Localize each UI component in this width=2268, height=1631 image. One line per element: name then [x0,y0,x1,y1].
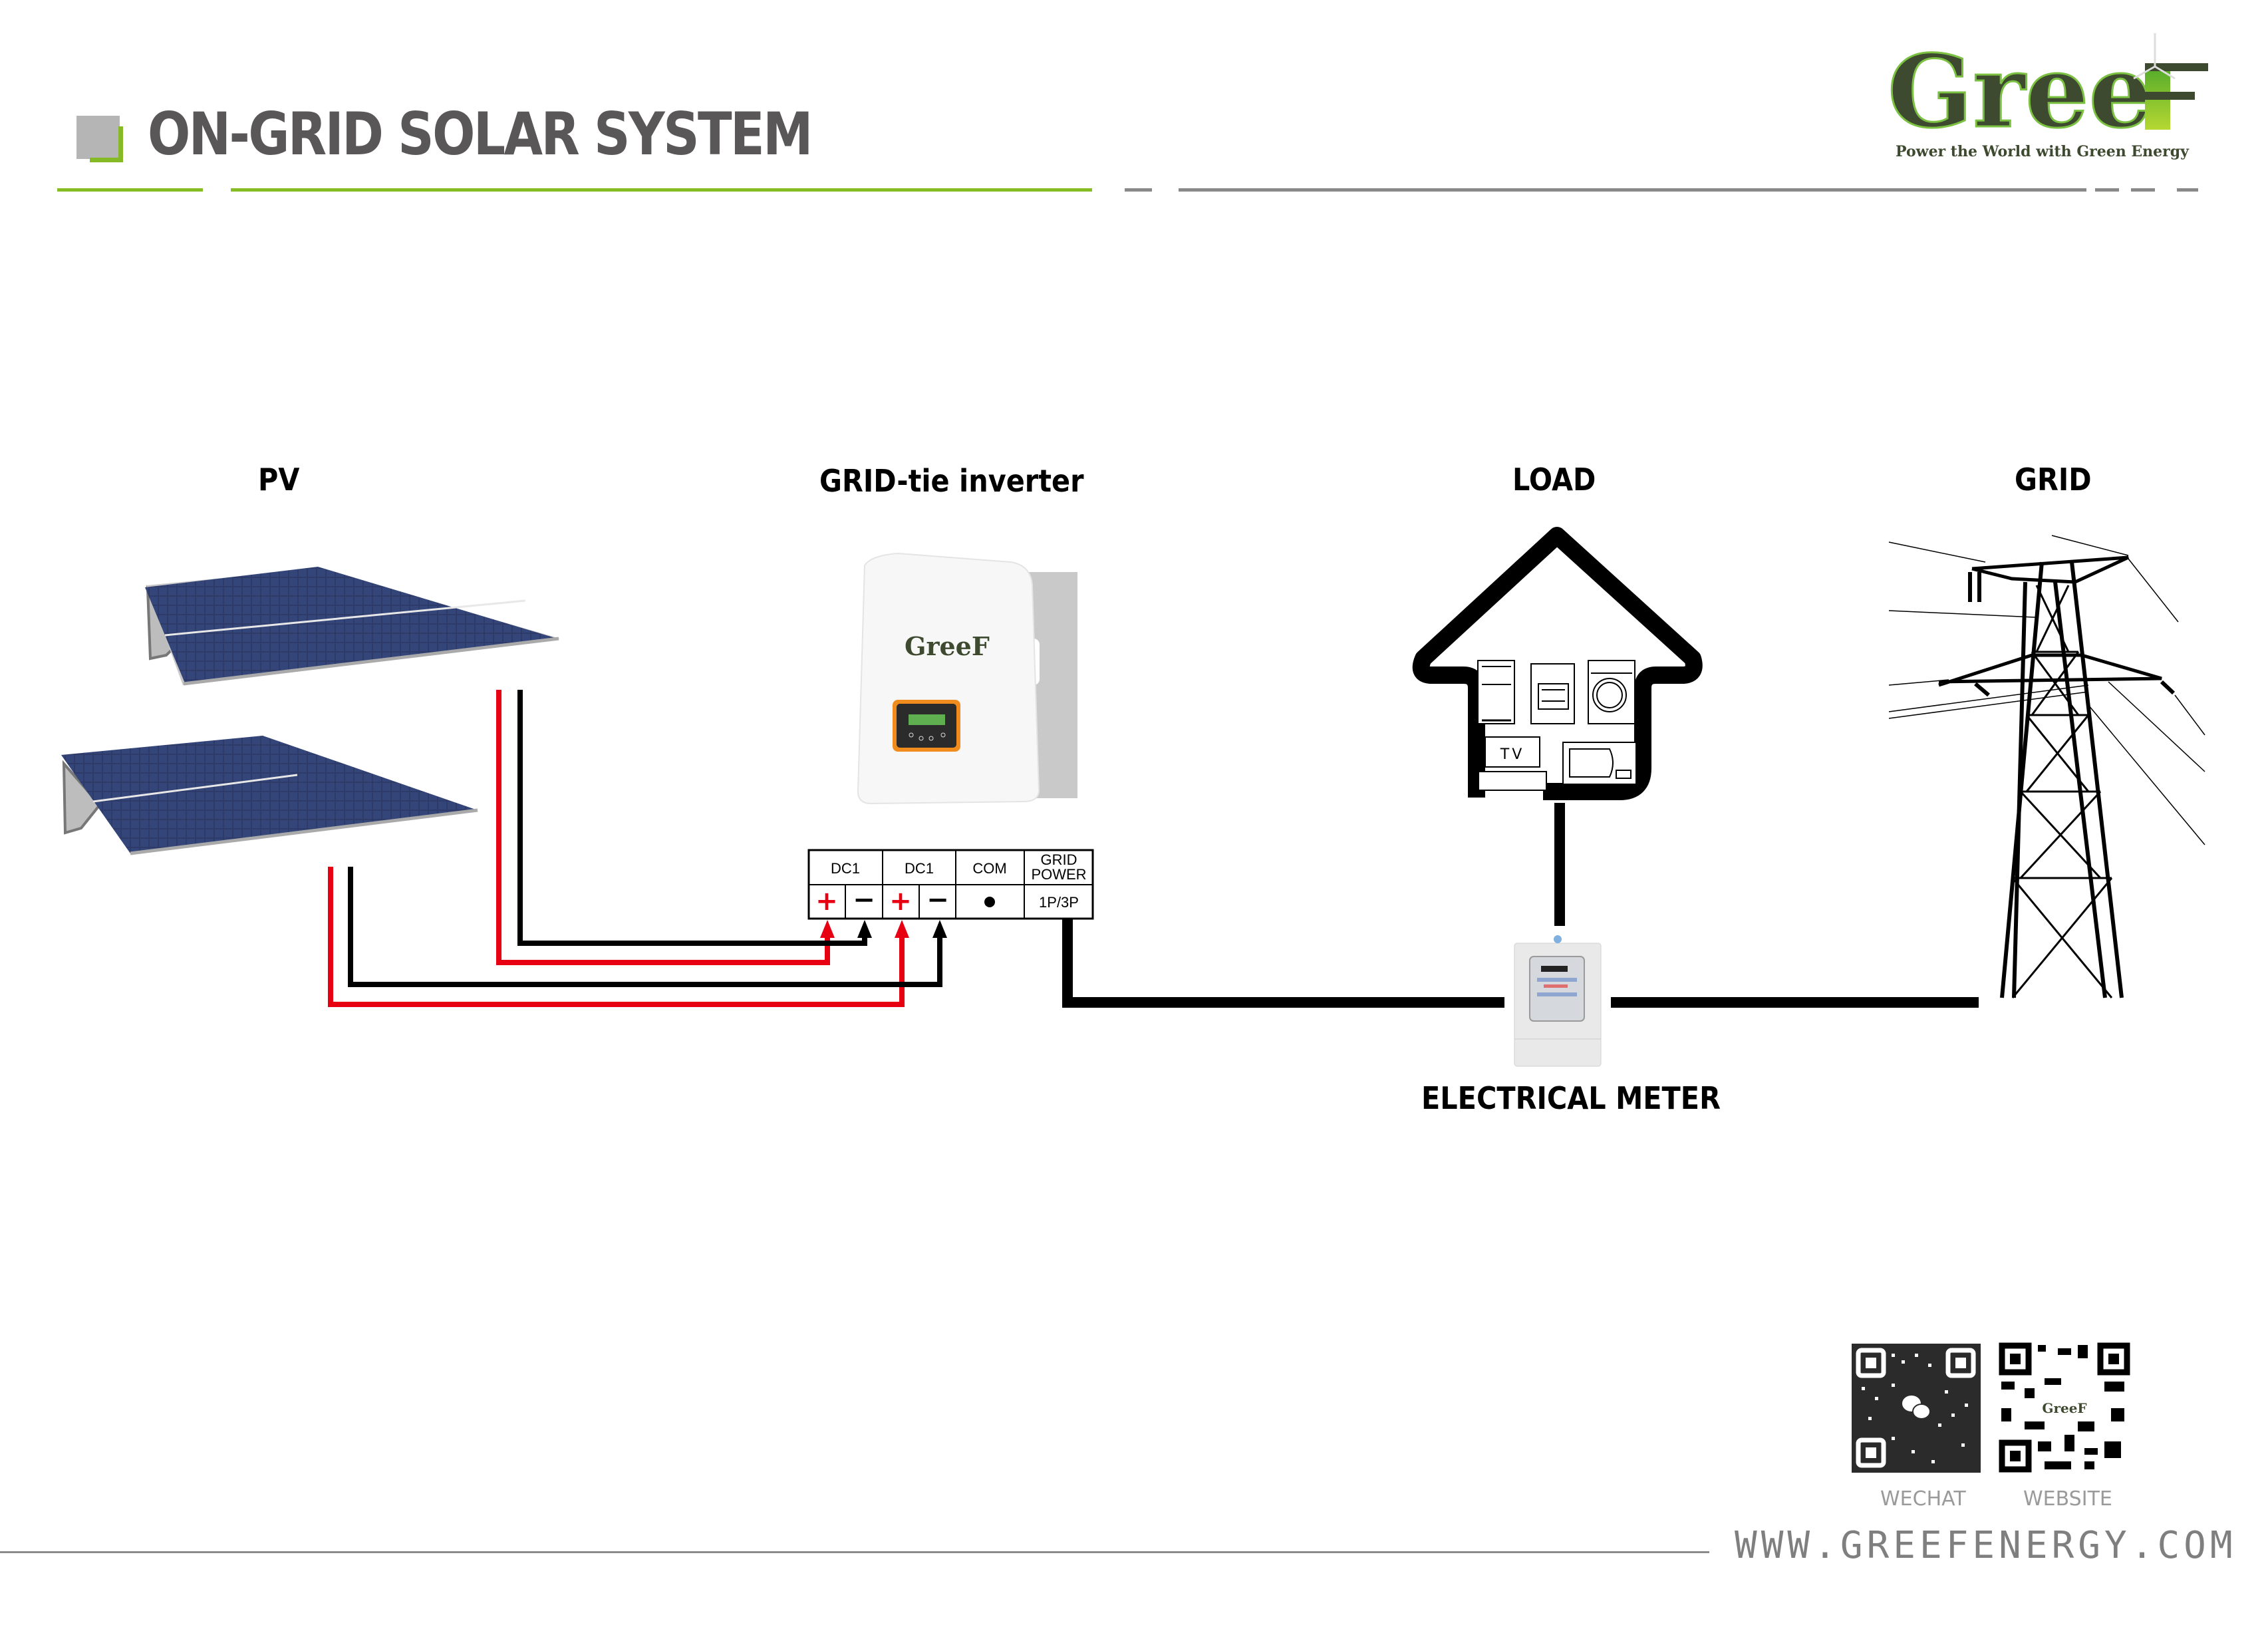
header-rule-gray-dash [2095,188,2119,192]
terminal-grid-phase: 1P/3P [1039,894,1079,911]
power-lines [1888,535,2205,845]
qr-pattern [1856,1348,1976,1468]
qr-pattern: GreeF [1999,1342,2130,1473]
inverter-button-enter [940,732,946,738]
terminal-header-dc1-2: DC1 [905,860,934,877]
grid-tie-inverter: GreeF [857,552,1077,805]
inverter-button-esc [909,732,914,738]
terminal-dc1-positive: + [815,886,838,917]
wire-array2-positive [328,867,905,1007]
washing-machine-icon [1588,660,1635,724]
grid-label: GRID [2015,462,2092,498]
terminal-dc1-negative: − [853,885,875,915]
footer-rule [0,1551,1709,1553]
solar-panel-surface [145,567,557,683]
arrow-dc2-negative [932,920,947,938]
logo-f-mid [2145,92,2195,100]
wechat-icon [1902,1396,1931,1419]
wechat-qr-label: WECHAT [1880,1487,1966,1511]
website-qr-label: WEBSITE [2023,1487,2112,1511]
website-link[interactable]: WWW.GREEFENERGY.COM [1735,1524,2237,1567]
header-rule-gray-dash [1125,188,1152,192]
inverter-label: GRID-tie inverter [819,463,1084,499]
solar-panel-surface [61,736,478,853]
logo-wordmark: Gree [1888,33,2152,150]
meter-face-line [1544,984,1568,988]
terminal-header-grid: GRID [1041,851,1077,868]
load-label: LOAD [1512,462,1596,498]
terminal-block: DC1 DC1 COM GRID POWER + − + − 1P/3P [807,849,1094,920]
meter-counter [1541,966,1568,972]
meter-window [1529,956,1585,1022]
wire-array2-negative [348,867,942,987]
transmission-tower [1888,535,2205,998]
arrow-dc1-negative [857,920,872,938]
load-house: TV [1412,527,1703,800]
refrigerator-icon [1477,660,1515,724]
electrical-meter [1514,935,1602,1067]
qr-greef-logo: GreeF [2042,1400,2086,1416]
wire-inverter-to-meter [1062,919,1504,1008]
pv-array-2 [61,736,478,855]
terminal-header-power: POWER [1031,866,1086,883]
header-rule-green-short [57,188,203,192]
terminal-header-com: COM [972,860,1006,877]
greef-logo: Gree Power the World with Green Energy [1882,33,2228,166]
title-square-green-corner [90,126,123,162]
inverter-lcd [909,714,945,725]
title-square-gray [76,116,120,159]
house-outline [1412,527,1703,800]
terminal-com-dot [984,897,995,907]
inverter-brand: GreeF [905,631,990,661]
microwave-icon [1562,742,1637,785]
greef-logo-graphic: Gree Power the World with Green Energy [1887,33,2208,160]
tower-lattice [2011,585,2113,998]
meter-face-line [1537,978,1577,982]
inverter-button-up [919,736,924,741]
logo-tagline: Power the World with Green Energy [1896,143,2190,160]
arrow-dc1-positive [820,920,835,938]
tower-legs [2000,561,2124,998]
meter-label: ELECTRICAL METER [1421,1080,1721,1116]
tower-crossarms [1938,555,2162,687]
arrow-dc2-positive [895,920,909,938]
header-rule-gray-dash [2177,188,2198,192]
pv-array-1 [145,567,560,686]
header-rule-green-long [231,188,1092,192]
wechat-qr-code[interactable] [1852,1344,1981,1473]
stove-icon [1530,663,1575,724]
header-rule-gray-dash [2131,188,2155,192]
website-qr-code[interactable]: GreeF [1998,1342,2131,1473]
pv-label: PV [258,462,300,498]
wire-array1-positive [496,690,830,965]
wind-turbine-icon [2133,33,2176,80]
meter-seal [1554,935,1562,943]
terminal-header-dc1: DC1 [831,860,860,877]
tv-icon [1478,736,1547,791]
wire-array1-negative [517,690,867,946]
qr-logo-badge [2035,1395,2094,1420]
page-title: ON-GRID SOLAR SYSTEM [148,100,813,168]
inverter-button-down [928,736,934,741]
tv-label: TV [1500,746,1525,763]
meter-face-line [1537,992,1577,996]
terminal-dc2-negative: − [926,885,949,915]
header-rule-gray-long [1179,188,2086,192]
insulator-icons [1968,572,2176,697]
terminal-dc2-positive: + [889,886,912,917]
